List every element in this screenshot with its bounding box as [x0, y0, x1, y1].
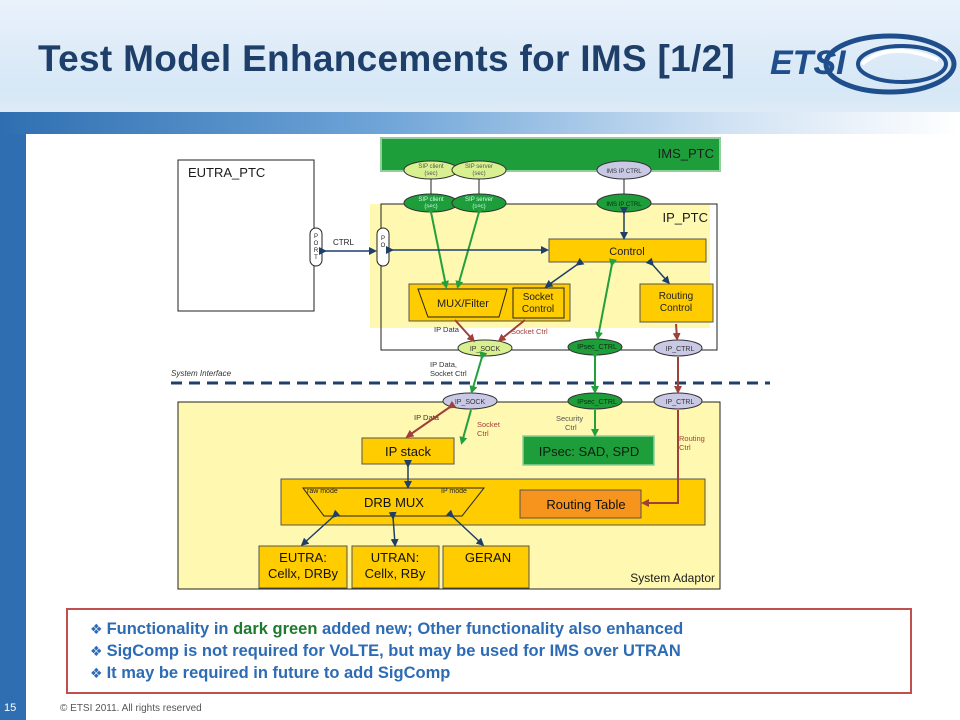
- ctrl-label: CTRL: [333, 238, 354, 247]
- arrow-drbmux-geran: [445, 509, 485, 547]
- arrow-control-ipsec: [595, 258, 617, 340]
- arrow-control-socket: [544, 257, 585, 288]
- svg-text:IPsec_CTRL: IPsec_CTRL: [577, 399, 617, 406]
- etsi-logo-icon: ETSI: [770, 33, 957, 95]
- logo-text: ETSI: [770, 44, 847, 82]
- drb-mux-label: DRB MUX: [364, 495, 424, 510]
- ip-data-socket-ctrl-label: IP Data,Socket Ctrl: [430, 360, 467, 378]
- bullet-icon: ❖: [90, 643, 103, 659]
- arrow-control-routing: [645, 257, 670, 285]
- mux-filter-label: MUX/Filter: [437, 298, 489, 310]
- routing-table-label: Routing Table: [546, 497, 625, 512]
- arrow-drbmux-eutra: [300, 509, 341, 547]
- routing-control-box: [639, 283, 714, 323]
- ip-data-upper-label: IP Data: [434, 325, 460, 334]
- svg-text:(sec): (sec): [424, 171, 437, 177]
- eutra-ptc-label: EUTRA_PTC: [188, 165, 265, 180]
- svg-text:IMS IP CTRL: IMS IP CTRL: [606, 169, 642, 175]
- svg-text:IPsec_CTRL: IPsec_CTRL: [577, 344, 617, 351]
- ip-ptc-label: IP_PTC: [662, 210, 708, 225]
- svg-text:IP_SOCK: IP_SOCK: [470, 346, 501, 353]
- arrow-ipsock-ipstack-data: [405, 400, 457, 438]
- slide-number: 15: [4, 702, 17, 714]
- eutra-ptc-box: [177, 159, 315, 312]
- copyright-text: © ETSI 2011. All rights reserved: [60, 703, 202, 714]
- note-line-3: ❖It may be required in future to add Sig…: [90, 664, 451, 682]
- arrow-drbmux-utran: [388, 511, 399, 547]
- ip-stack-box: [361, 437, 455, 465]
- system-interface-label: System Interface: [171, 369, 232, 378]
- arrow-routing-table: [641, 410, 679, 507]
- svg-text:SIP server: SIP server: [465, 197, 493, 203]
- header-background: [0, 0, 960, 130]
- mux-filter-box: [417, 288, 508, 318]
- svg-text:IP_CTRL: IP_CTRL: [666, 346, 695, 353]
- svg-text:(sec): (sec): [424, 204, 437, 210]
- socket-ctrl-upper-label: Socket Ctrl: [511, 327, 548, 336]
- ip-stack-label: IP stack: [385, 444, 432, 459]
- arrow-mux-ipsock: [454, 319, 476, 343]
- eutra-box: [258, 545, 348, 589]
- arrow-routing-ipctrl: [672, 323, 681, 341]
- svg-text:SIP client: SIP client: [418, 197, 444, 203]
- utran-label: UTRAN:Cellx, RBy: [365, 550, 426, 581]
- header-band: [0, 112, 960, 134]
- arrow-socket-ipsock: [497, 319, 526, 342]
- ipsec-box: [522, 435, 655, 466]
- geran-label: GERAN: [465, 550, 511, 565]
- svg-text:IP_CTRL: IP_CTRL: [666, 399, 695, 406]
- socket-control-box: [512, 287, 565, 319]
- ip-mode-label: IP mode: [441, 488, 467, 495]
- svg-text:(sec): (sec): [472, 171, 485, 177]
- svg-text:SIP client: SIP client: [418, 164, 444, 170]
- svg-text:IMS IP CTRL: IMS IP CTRL: [606, 202, 642, 208]
- svg-text:SIP server: SIP server: [465, 164, 493, 170]
- arrow-ipsock-ipstack-ctrl: [459, 409, 472, 445]
- ip-ptc-box: [380, 203, 718, 351]
- bullet-icon: ❖: [90, 665, 103, 681]
- geran-box: [442, 545, 530, 589]
- eutra-label: EUTRA:Cellx, DRBy: [268, 550, 339, 581]
- slide-title: Test Model Enhancements for IMS [1/2]: [38, 38, 736, 79]
- note-line-1: ❖Functionality in dark green added new; …: [90, 620, 684, 638]
- system-adaptor-label: System Adaptor: [630, 571, 715, 585]
- left-sidebar-bar: [0, 134, 26, 720]
- svg-text:IP_SOCK: IP_SOCK: [455, 399, 486, 406]
- raw-mode-label: raw mode: [307, 488, 338, 495]
- svg-text:(sec): (sec): [472, 204, 485, 210]
- ims-ptc-label: IMS_PTC: [658, 146, 714, 161]
- ipsec-label: IPsec: SAD, SPD: [539, 444, 639, 459]
- arrow-ipsock-interface: [469, 351, 488, 394]
- routing-table-box: [519, 489, 642, 519]
- bullet-icon: ❖: [90, 621, 103, 637]
- control-label: Control: [609, 246, 644, 258]
- notes-box: ❖Functionality in dark green added new; …: [66, 608, 912, 694]
- note-line-2: ❖SigComp is not required for VoLTE, but …: [90, 642, 681, 660]
